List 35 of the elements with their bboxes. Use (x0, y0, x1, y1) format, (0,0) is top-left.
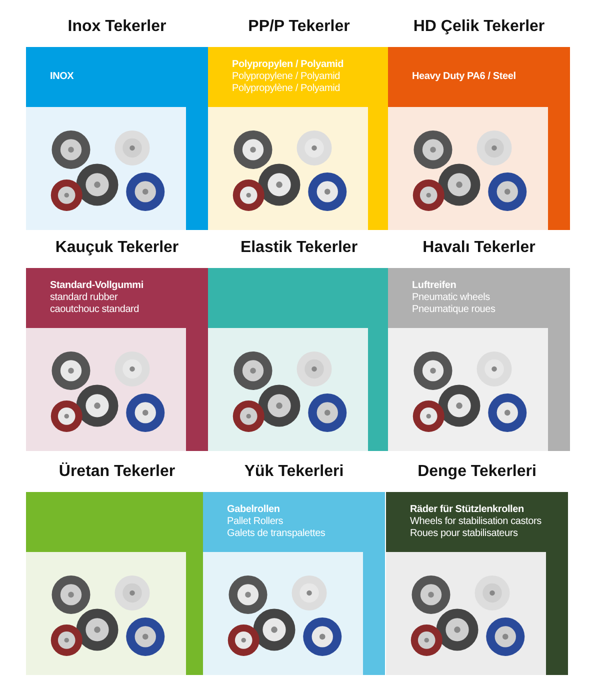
category-subtitle: Luftreifen (412, 280, 458, 292)
category-band (208, 268, 390, 451)
category-title: Üretan Tekerler (58, 461, 176, 482)
category-band (26, 268, 208, 451)
category-subtitle: Polypropylen / Polyamid (232, 59, 345, 71)
category-subtitle: Pneumatique roues (412, 304, 496, 316)
category-subtitle: INOX (50, 71, 75, 83)
category-title: Inox Tekerler (66, 17, 168, 37)
category-subtitle: Wheels for stabilisation castors (410, 516, 542, 528)
category-band (26, 47, 208, 230)
category-subtitle: Galets de transpalettes (227, 528, 326, 540)
category-subtitle: standard rubber (50, 292, 119, 304)
category-band (203, 492, 385, 675)
category-subtitle: Heavy Duty PA6 / Steel (412, 71, 517, 83)
category-band (26, 492, 203, 675)
category-title: Kauçuk Tekerler (54, 238, 180, 258)
category-band (208, 47, 390, 230)
category-title: Havalı Tekerler (422, 238, 536, 258)
category-title: Denge Tekerleri (416, 462, 538, 482)
category-title: Elastik Tekerler (239, 238, 359, 258)
category-band (388, 47, 570, 230)
category-title: Yük Tekerleri (243, 462, 345, 482)
category-band (388, 268, 570, 451)
category-band (386, 492, 568, 675)
category-subtitle: Polypropylene / Polyamid (232, 71, 342, 83)
category-subtitle: Räder für Stützlenkrollen (410, 504, 525, 516)
category-subtitle: Roues pour stabilisateurs (410, 528, 519, 540)
category-title: HD Çelik Tekerler (412, 17, 546, 37)
category-subtitle: Pneumatic wheels (412, 292, 491, 304)
category-title: PP/P Tekerler (247, 17, 351, 37)
category-subtitle: Pallet Rollers (227, 516, 284, 528)
category-subtitle: Gabelrollen (227, 504, 281, 516)
category-subtitle: caoutchouc standard (50, 304, 140, 316)
category-subtitle: Polypropylène / Polyamid (232, 83, 342, 95)
category-subtitle: Standard-Vollgummi (50, 280, 144, 292)
